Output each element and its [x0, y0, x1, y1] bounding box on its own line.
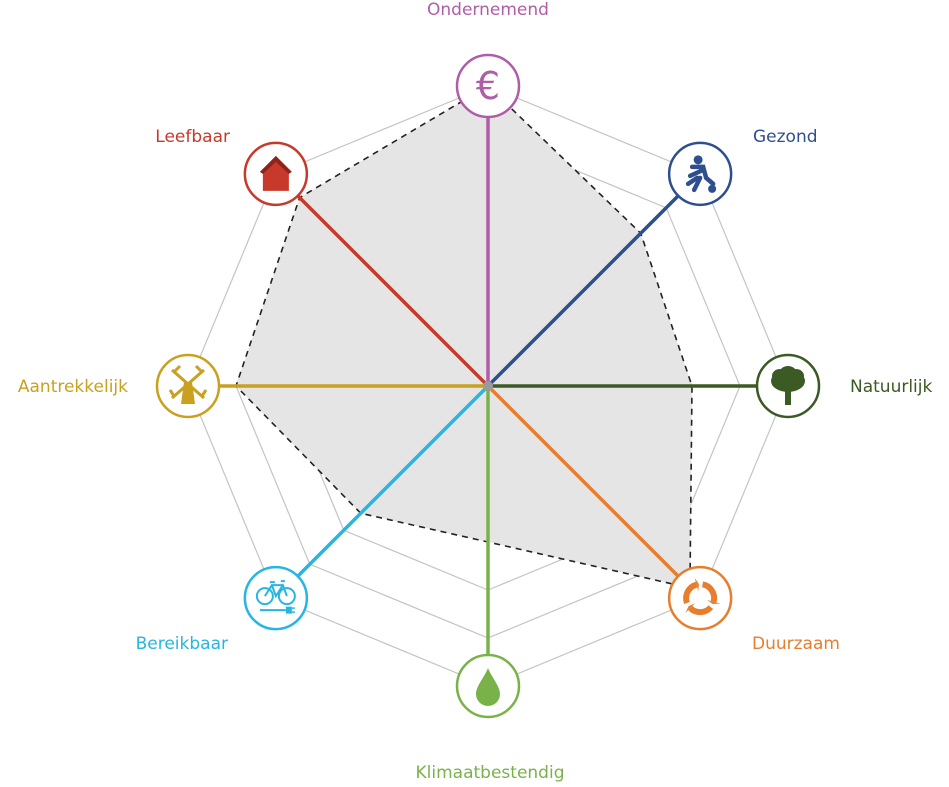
axis-line-1	[486, 172, 702, 388]
axis-line-3	[486, 384, 702, 600]
axis-line-7	[274, 172, 490, 388]
axis-badge-aantrekkelijk	[155, 353, 221, 419]
axis-line-5	[274, 384, 490, 600]
euro-icon: €	[476, 64, 500, 108]
axis-badge-klimaatbestendig	[455, 653, 521, 719]
axis-badge-ondernemend: €	[455, 53, 521, 119]
svg-text:€: €	[476, 64, 500, 108]
axis-label-gezond: Gezond	[753, 127, 818, 147]
recycle-icon	[683, 577, 721, 616]
axis-label-natuurlijk: Natuurlijk	[850, 377, 933, 397]
badge-circle	[243, 565, 309, 631]
water-drop-icon	[476, 668, 500, 706]
e-bike-icon	[255, 580, 296, 614]
chart-center	[483, 381, 493, 391]
badge-circle	[667, 141, 733, 207]
axis-label-aantrekkelijk: Aantrekkelijk	[18, 377, 128, 397]
tree-icon	[771, 366, 805, 405]
axis-badge-bereikbaar	[243, 565, 309, 631]
axis-badge-natuurlijk	[755, 353, 821, 419]
axis-icons: €	[155, 53, 821, 719]
house-icon	[259, 155, 292, 191]
football-player-icon	[685, 155, 717, 193]
axis-badge-leefbaar	[243, 141, 309, 207]
badge-circle	[667, 565, 733, 631]
axis-labels: OndernemendGezondNatuurlijkDuurzaamKlima…	[18, 0, 933, 783]
axis-label-ondernemend: Ondernemend	[427, 0, 549, 20]
axis-badge-duurzaam	[667, 565, 733, 631]
windmill-icon	[168, 364, 208, 404]
axis-badge-gezond	[667, 141, 733, 207]
axis-label-leefbaar: Leefbaar	[155, 127, 230, 147]
chart-axes	[188, 86, 788, 686]
badge-circle	[455, 53, 521, 119]
axis-label-bereikbaar: Bereikbaar	[136, 634, 228, 654]
axis-label-klimaatbestendig: Klimaatbestendig	[416, 763, 565, 783]
axis-label-duurzaam: Duurzaam	[752, 634, 840, 654]
